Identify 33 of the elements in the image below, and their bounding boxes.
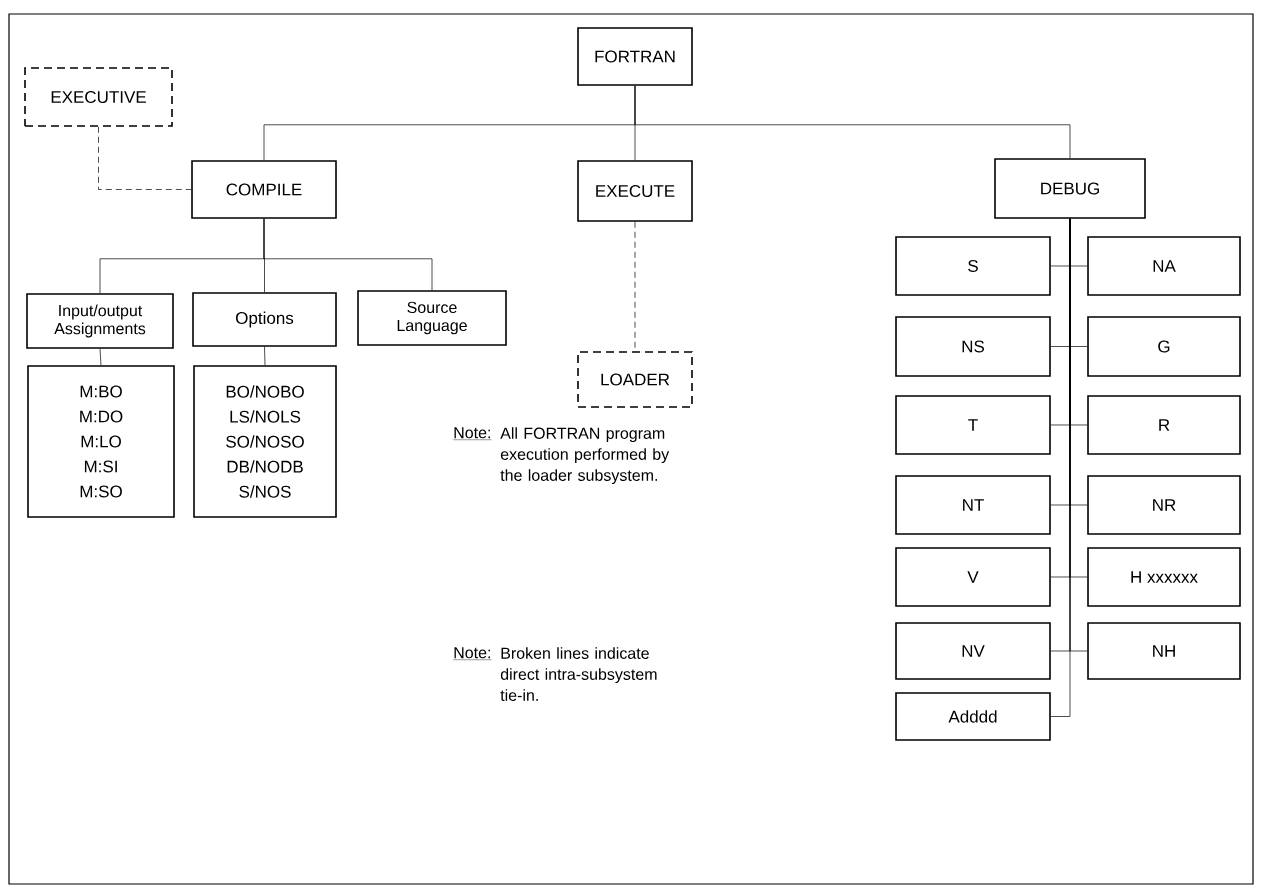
box: NT bbox=[895, 475, 1051, 535]
box: FORTRAN bbox=[577, 27, 693, 86]
box: Source Language bbox=[357, 290, 507, 346]
note-text: All FORTRAN program execution performed by the loader subsystem. bbox=[500, 427, 670, 485]
box: NA bbox=[1087, 236, 1241, 296]
box: T bbox=[895, 395, 1051, 455]
box: G bbox=[1087, 316, 1241, 377]
list-box: M:BO M:DO M:LO M:SI M:SO bbox=[27, 365, 175, 518]
box: NV bbox=[895, 622, 1051, 680]
box: H xxxxxx bbox=[1087, 547, 1241, 607]
dashed-box: EXECUTIVE bbox=[24, 67, 173, 127]
connector bbox=[634, 85, 1071, 159]
box: NH bbox=[1087, 622, 1241, 680]
connector bbox=[99, 348, 102, 366]
box: NR bbox=[1087, 475, 1241, 535]
box: S bbox=[895, 236, 1051, 296]
box: Adddd bbox=[895, 692, 1051, 741]
box: Input/output Assignments bbox=[26, 293, 174, 349]
connector bbox=[263, 218, 433, 291]
box: Options bbox=[192, 292, 337, 347]
box: V bbox=[895, 547, 1051, 607]
box: R bbox=[1087, 395, 1241, 455]
note-label: Note: bbox=[453, 427, 492, 440]
box: EXECUTE bbox=[577, 160, 693, 222]
note-label: Note: bbox=[453, 647, 492, 660]
box: NS bbox=[895, 316, 1051, 377]
dashed-box: LOADER bbox=[577, 351, 693, 408]
list-box: BO/NOBO LS/NOLS SO/NOSO DB/NODB S/NOS bbox=[193, 365, 337, 518]
box: COMPILE bbox=[191, 160, 337, 219]
box: DEBUG bbox=[994, 158, 1146, 219]
connector bbox=[264, 346, 266, 366]
connector bbox=[98, 126, 192, 190]
note-text: Broken lines indicate direct intra-subsystem tie-in. bbox=[500, 647, 657, 701]
